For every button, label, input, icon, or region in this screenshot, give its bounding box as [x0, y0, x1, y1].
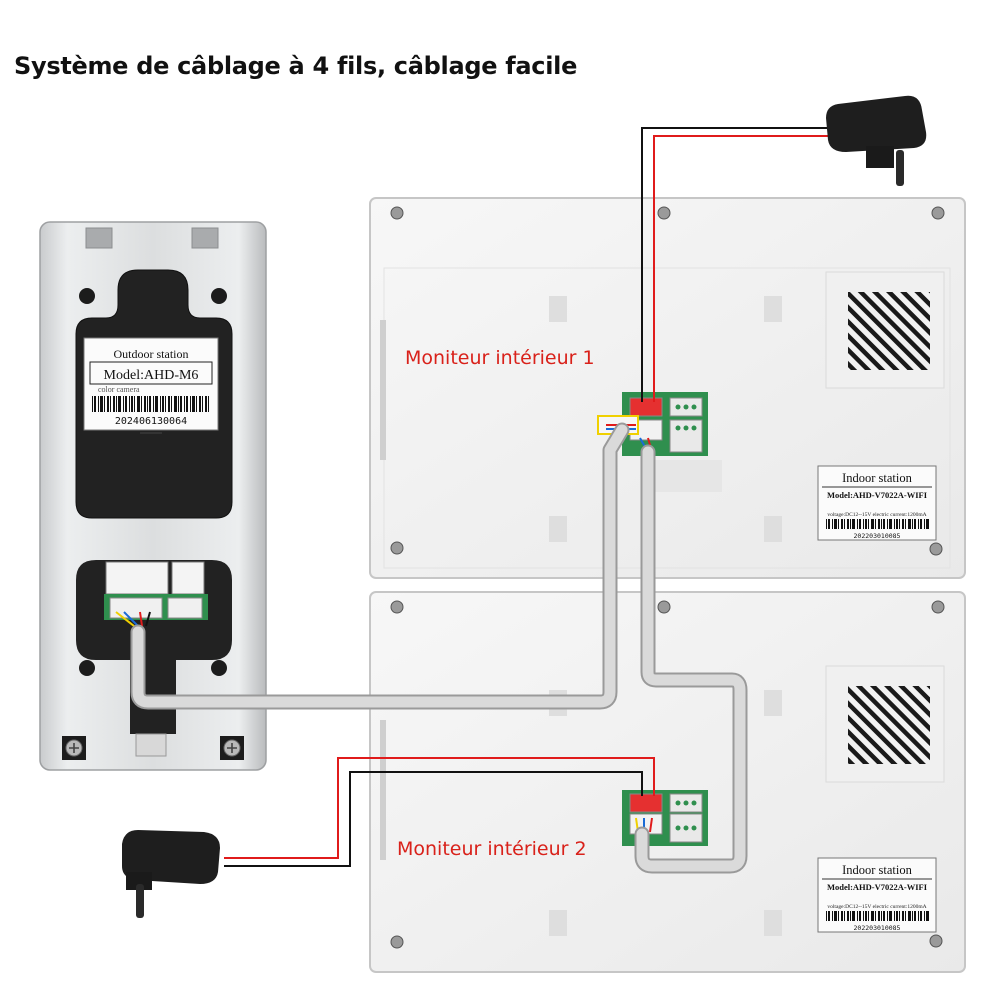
outdoor-label-heading: Outdoor station [114, 347, 189, 361]
screw-icon [390, 600, 945, 949]
speaker-grille-icon [848, 292, 930, 370]
outdoor-label-serial: 202406130064 [115, 416, 187, 427]
power-adapter-icon [826, 95, 927, 186]
barcode-icon [826, 519, 929, 529]
outdoor-label-model: Model:AHD-M6 [104, 368, 199, 383]
monitor1-label-heading: Indoor station [842, 471, 913, 485]
outdoor-station: Outdoor station Model:AHD-M6 color camer… [39, 221, 267, 771]
screw-icon [62, 736, 86, 760]
monitor2-callout: Moniteur intérieur 2 [397, 838, 587, 860]
power-wires-monitor-2 [224, 757, 655, 867]
indoor-monitor-2: Indoor station Model:AHD-V7022A-WIFI vol… [369, 591, 966, 973]
barcode-icon [826, 911, 929, 921]
barcode-icon [92, 396, 209, 412]
indoor-monitor-1: Indoor station Model:AHD-V7022A-WIFI vol… [369, 197, 966, 579]
four-wire-cable [130, 422, 748, 874]
monitor1-label-model: Model:AHD-V7022A-WIFI [827, 490, 928, 500]
screw-icon [220, 736, 244, 760]
screw-icon [390, 206, 945, 556]
speaker-grille-icon [848, 686, 930, 764]
power-adapter-icon [122, 830, 220, 918]
monitor1-label-serial: 202203010085 [854, 532, 901, 540]
monitor1-callout: Moniteur intérieur 1 [405, 347, 595, 369]
monitor2-label-serial: 202203010085 [854, 924, 901, 932]
monitor1-label-specs: voltage:DC12--15V electric current:1200m… [827, 512, 926, 518]
monitor2-label-specs: voltage:DC12--15V electric current:1200m… [827, 904, 926, 910]
monitor2-label-model: Model:AHD-V7022A-WIFI [827, 882, 928, 892]
monitor2-label-heading: Indoor station [842, 863, 913, 877]
outdoor-label-subtitle: color camera [98, 385, 140, 394]
diagram-title: Système de câblage à 4 fils, câblage fac… [14, 52, 578, 80]
outdoor-terminal-block [104, 561, 208, 627]
terminal-block-icon [597, 392, 708, 456]
terminal-block-icon [622, 790, 708, 846]
power-wires-monitor-1 [641, 127, 830, 402]
